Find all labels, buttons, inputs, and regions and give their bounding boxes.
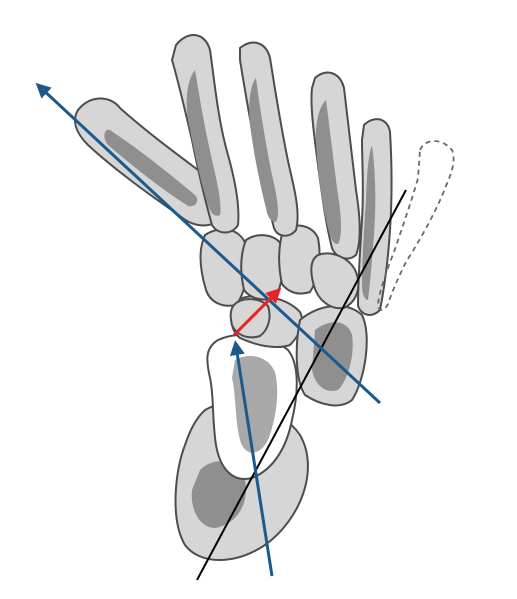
joint-vector-arrow: [232, 287, 282, 337]
metatarsal-axis-arrow: [35, 82, 382, 405]
reference-line: [196, 189, 407, 581]
fourth-ray: [310, 71, 361, 260]
fifth-ray: [357, 118, 393, 316]
lateral-cuneiform: [278, 224, 321, 295]
cuboid-bone: [295, 304, 368, 407]
talus-bone: [206, 333, 298, 480]
intermediate-cuneiform: [240, 234, 285, 301]
second-ray: [171, 34, 240, 234]
third-ray: [239, 41, 299, 237]
hindfoot-axis-arrow: [229, 340, 274, 577]
